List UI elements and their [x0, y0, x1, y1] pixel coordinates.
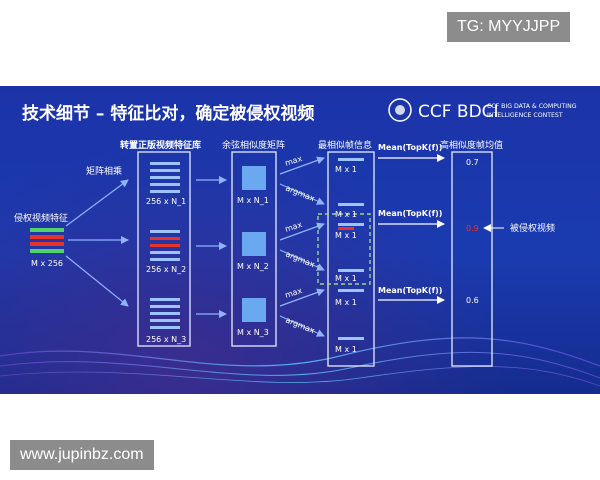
op-max-3: max — [284, 286, 304, 300]
library-size-2: 256 x N_2 — [146, 265, 186, 274]
watermark-bottom: www.jupinbz.com — [10, 440, 154, 470]
matmul-label: 矩阵相乘 — [86, 165, 122, 177]
frame-bar-6 — [338, 337, 364, 340]
query-label: 侵权视频特征 — [14, 212, 68, 224]
arrow-to-library-3 — [65, 255, 129, 307]
frame-size-1: M x 1 — [335, 165, 357, 174]
frame-bar-5 — [338, 289, 364, 292]
frame-size-5: M x 1 — [335, 298, 357, 307]
frame-size-2: M x 1 — [335, 210, 357, 219]
query-size: M x 256 — [31, 259, 63, 268]
frame-bar-3 — [338, 223, 364, 226]
highlight-dashed-box — [317, 213, 371, 285]
cosine-size-2: M x N_2 — [237, 262, 269, 271]
arrow-max-2 — [279, 222, 325, 241]
query-row-2 — [30, 235, 64, 239]
arrow-argmax-3 — [279, 315, 325, 337]
score-3: 0.6 — [466, 296, 479, 305]
logo-subtitle-1: CCF BIG DATA & COMPUTING — [487, 103, 577, 110]
cosine-size-3: M x N_3 — [237, 328, 269, 337]
library-size-1: 256 x N_1 — [146, 197, 186, 206]
score-title: 高相似度帧均值 — [440, 139, 503, 151]
cosine-matrix-3 — [242, 298, 266, 322]
frame-bar-1 — [338, 158, 364, 161]
logo-emblem-icon — [388, 98, 412, 122]
cosine-size-1: M x N_1 — [237, 196, 269, 205]
mean-label-2: Mean(TopK(f)) — [378, 209, 442, 218]
frame-bar-4 — [338, 269, 364, 272]
library-box — [137, 151, 191, 347]
frame-size-3: M x 1 — [335, 231, 357, 240]
score-box — [451, 151, 493, 367]
op-max-1: max — [284, 154, 304, 168]
arrow-argmax-2 — [279, 249, 325, 271]
arrow-argmax-1 — [279, 183, 325, 205]
op-argmax-3: argmax — [284, 316, 316, 336]
library-block-1 — [150, 162, 180, 193]
op-argmax-2: argmax — [284, 250, 316, 270]
mean-label-3: Mean(TopK(f)) — [378, 286, 442, 295]
cosine-title: 余弦相似度矩阵 — [222, 139, 285, 151]
logo-text: CCF BDCI — [418, 102, 499, 122]
query-row-1 — [30, 228, 64, 232]
cosine-matrix-2 — [242, 232, 266, 256]
frame-bar-2 — [338, 203, 364, 206]
library-size-3: 256 x N_3 — [146, 335, 186, 344]
op-max-2: max — [284, 220, 304, 234]
query-feature-matrix — [30, 228, 64, 253]
cosine-box — [231, 151, 277, 347]
frame-size-4: M x 1 — [335, 274, 357, 283]
watermark-top: TG: MYYJJPP — [447, 12, 571, 42]
logo-subtitle-2: INTELLIGENCE CONTEST — [487, 112, 563, 119]
library-title: 转置正版视频特征库 — [120, 139, 201, 151]
cosine-matrix-1 — [242, 166, 266, 190]
diagram-canvas: 技术细节 – 特征比对，确定被侵权视频 CCF BDCI CCF BIG DAT… — [0, 98, 600, 387]
slide: 技术细节 – 特征比对，确定被侵权视频 CCF BDCI CCF BIG DAT… — [0, 86, 600, 394]
arrow-max-3 — [279, 288, 325, 307]
frame-box — [327, 151, 375, 367]
mean-label-1: Mean(TopK(f)) — [378, 143, 442, 152]
frame-bar-3-highlight — [338, 227, 354, 230]
query-row-4 — [30, 249, 64, 253]
arrow-to-library-1 — [65, 179, 129, 227]
slide-title: 技术细节 – 特征比对，确定被侵权视频 — [22, 103, 314, 124]
op-argmax-1: argmax — [284, 184, 316, 204]
decorative-waves — [0, 337, 600, 387]
frame-title: 最相似帧信息 — [318, 139, 372, 151]
library-block-3 — [150, 298, 180, 329]
arrow-max-1 — [279, 156, 325, 175]
infringed-label: 被侵权视频 — [510, 222, 555, 234]
ccf-logo: CCF BDCI CCF BIG DATA & COMPUTING INTELL… — [388, 98, 577, 122]
score-2-highlight: 0.9 — [466, 224, 479, 233]
score-1: 0.7 — [466, 158, 479, 167]
library-block-2 — [150, 230, 180, 261]
frame-size-6: M x 1 — [335, 345, 357, 354]
query-row-3 — [30, 242, 64, 246]
